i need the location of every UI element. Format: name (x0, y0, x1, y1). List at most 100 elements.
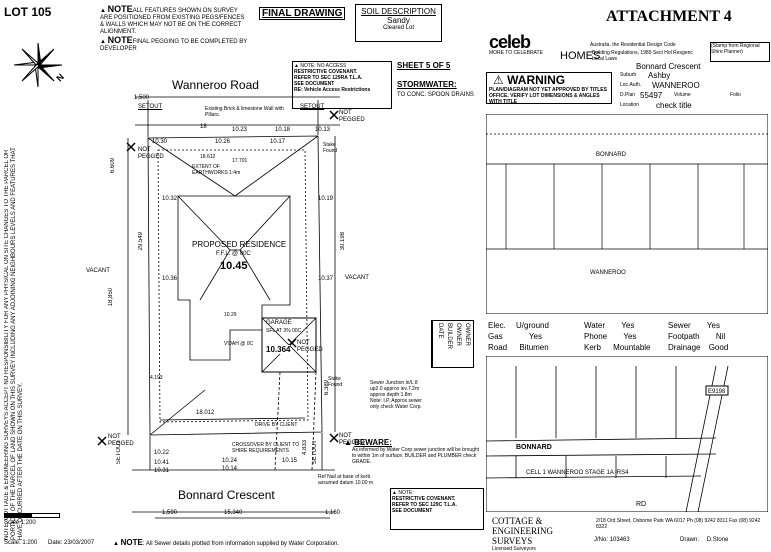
owner-field-2: OWNER (455, 323, 461, 346)
dim-18612: 18.612 (200, 154, 216, 160)
residence-label: PROPOSED RESIDENCE (192, 240, 287, 249)
dim-1041: 10.41 (154, 460, 170, 466)
dim-1029: 10.29 (224, 312, 237, 318)
dim-29549: 29.549 (138, 232, 144, 251)
suburb-value: Ashby (648, 71, 671, 80)
drawn-label: Drawn: D.Stone (680, 537, 729, 543)
dim-1032: 10.32 (162, 196, 178, 202)
drive-note: DRIVE BY CLIENT (255, 422, 298, 428)
footpath-value: Nil (715, 332, 726, 341)
dim-1015: 10.15 (282, 458, 298, 464)
reg-head: Australia. the Residential Design Code (590, 42, 676, 48)
vacant-left: VACANT (86, 268, 110, 274)
setout-right: SETOUT (312, 440, 318, 465)
map2-road-label: BONNARD (516, 444, 552, 451)
water-value: Yes (621, 321, 635, 330)
reg-text: Building Regulations, 1989 Sect Hol Resg… (592, 50, 693, 62)
vacant-right: VACANT (345, 275, 369, 281)
location-label: Location (620, 102, 639, 108)
survey-sheet: LOT 105 N ▲ NOTEALL FEATURES SHOWN ON SU… (4, 4, 484, 548)
attachment-label: ATTACHMENT 4 (606, 8, 732, 25)
stormwater-title: STORMWATER: (397, 80, 457, 89)
location-value: check title (656, 101, 692, 110)
gas-value: Yes (528, 332, 542, 341)
stake-found-top: Stake Found (323, 142, 338, 154)
volume-label: Volume (674, 92, 691, 98)
not-pegged-top-right: NOT PEGGED (339, 110, 365, 123)
dim-1031: 10.31 (154, 468, 170, 474)
dim-15340: 15,340 (224, 510, 243, 516)
dim-1017: 10.17 (270, 139, 286, 145)
date-field: DATE (437, 323, 443, 339)
map2-rd-label: RD (636, 501, 646, 508)
sheet-number: SHEET 5 OF 5 (397, 61, 451, 70)
dim-1500: 1,500 (134, 95, 150, 101)
surveyor-logo: COTTAGE & ENGINEERING SURVEYS Licensed S… (492, 516, 553, 552)
subdivision-map-1: BONNARD WANNEROO (486, 114, 768, 314)
dim-1590: 1,590 (162, 510, 178, 516)
folio-label: Folio (730, 92, 741, 98)
kerb-value: Mountable (613, 343, 651, 352)
map1-road-label: BONNARD (596, 152, 627, 158)
warning-icon: ⚠ (493, 73, 504, 87)
dim-1014: 10.14 (222, 466, 238, 472)
stamp-text: (Stamp from Regional Shire Planner) (710, 42, 770, 62)
dim-1022: 10.22 (154, 450, 170, 456)
access-restriction-box: ▲ NOTE: NO ACCESS RESTRICTIVE COVENANT. … (292, 61, 392, 109)
dim-1036: 10.36 (162, 276, 178, 282)
stake-found-mid: Stake Found (328, 376, 343, 388)
elec-value: U/ground (516, 321, 549, 330)
beware-note: ▲ BEWARE: As informed by Water Corp sewe… (344, 438, 480, 465)
drawn-value: D.Stone (706, 537, 729, 543)
earthworks-note: EXTENT OF EARTHWORKS 1:4m (192, 164, 241, 176)
dim-1037: 10.37 (318, 276, 334, 282)
date-text: Date: 23/03/2007 (48, 540, 95, 546)
dim-1018: 10.18 (275, 127, 291, 133)
locauth-label: Loc.Auth. (620, 82, 642, 88)
brick-wall-note: Existing Brick & limestone Wall with Pil… (205, 106, 284, 118)
jno-label: J/No: 103463 (594, 537, 630, 543)
surveyor-address: 2/18 Ord Street, Osborne Park WA 6017 Ph… (596, 518, 761, 530)
garage-level: 10.364 (266, 345, 291, 354)
dplan-label: D.Plan (620, 92, 636, 98)
not-pegged-bottom-right: NOT PEGGED (339, 433, 365, 446)
services-table: Elec. U/ground Water Yes Sewer Yes Gas Y… (488, 321, 729, 352)
builder-field: BUILDER (446, 323, 452, 350)
garage-label: GARAGE (266, 320, 292, 326)
dim-1024: 10.24 (222, 458, 238, 464)
dim-1850: 18,850 (108, 288, 114, 307)
suburb-label: Suburb (620, 72, 637, 78)
setout-top-right: SETOUT (300, 104, 325, 110)
crossover-note: CROSSOVER BY CLIENT TO SHIRE REQUIREMENT… (232, 442, 300, 454)
verandah-label: V'DAH @ 0C (224, 341, 254, 347)
map1-wanneroo-label: WANNEROO (590, 270, 626, 276)
setout-top-left: SETOUT (138, 104, 163, 110)
lot-number: LOT 105 (4, 5, 52, 19)
dim-1023: 10.23 (232, 127, 248, 133)
footer-note: ▲ NOTE: All Sewer details plotted from i… (113, 538, 340, 548)
svg-text:N: N (54, 72, 66, 84)
stormwater-text: TO CONC. SPOON DRAINS (397, 92, 474, 98)
scale-text: Scale: 1:200 (4, 540, 38, 546)
location-block: Suburb Ashby Loc.Auth. WANNEROO D.Plan 5… (620, 71, 768, 110)
road-name-top: Wanneroo Road (172, 78, 259, 92)
sewer-junction-note: Sewer Junction in/L 8 up2.0 approx iev.7… (370, 380, 422, 410)
warning-icon: ▲ (344, 438, 352, 447)
note-icon: ▲ (100, 8, 106, 14)
map2-lot-id: E9198 (708, 389, 726, 395)
dim-1026: 10.26 (215, 139, 231, 145)
scale-bar (4, 513, 60, 518)
dim-18: 18 (200, 124, 207, 130)
lot-plan-drawing (97, 96, 340, 519)
dim-6609: 6.609 (110, 158, 116, 174)
scale-bar-label: Scale 1:200 (4, 520, 36, 526)
dim-18012: 18.012 (196, 410, 215, 416)
not-pegged-mid-right: NOT PEGGED (297, 340, 323, 353)
jno-value: 103463 (609, 537, 630, 543)
warning-box: ⚠ WARNING PLAN/DIAGRAM NOT YET APPROVED … (486, 72, 612, 105)
road-value: Bitumen (519, 343, 549, 352)
dplan-value: 55497 (640, 91, 663, 100)
setout-left: SETOUT (116, 440, 122, 465)
dim-1013: 10.13 (315, 127, 331, 133)
garage-sub: SFL AT 3% 00C (266, 328, 302, 334)
